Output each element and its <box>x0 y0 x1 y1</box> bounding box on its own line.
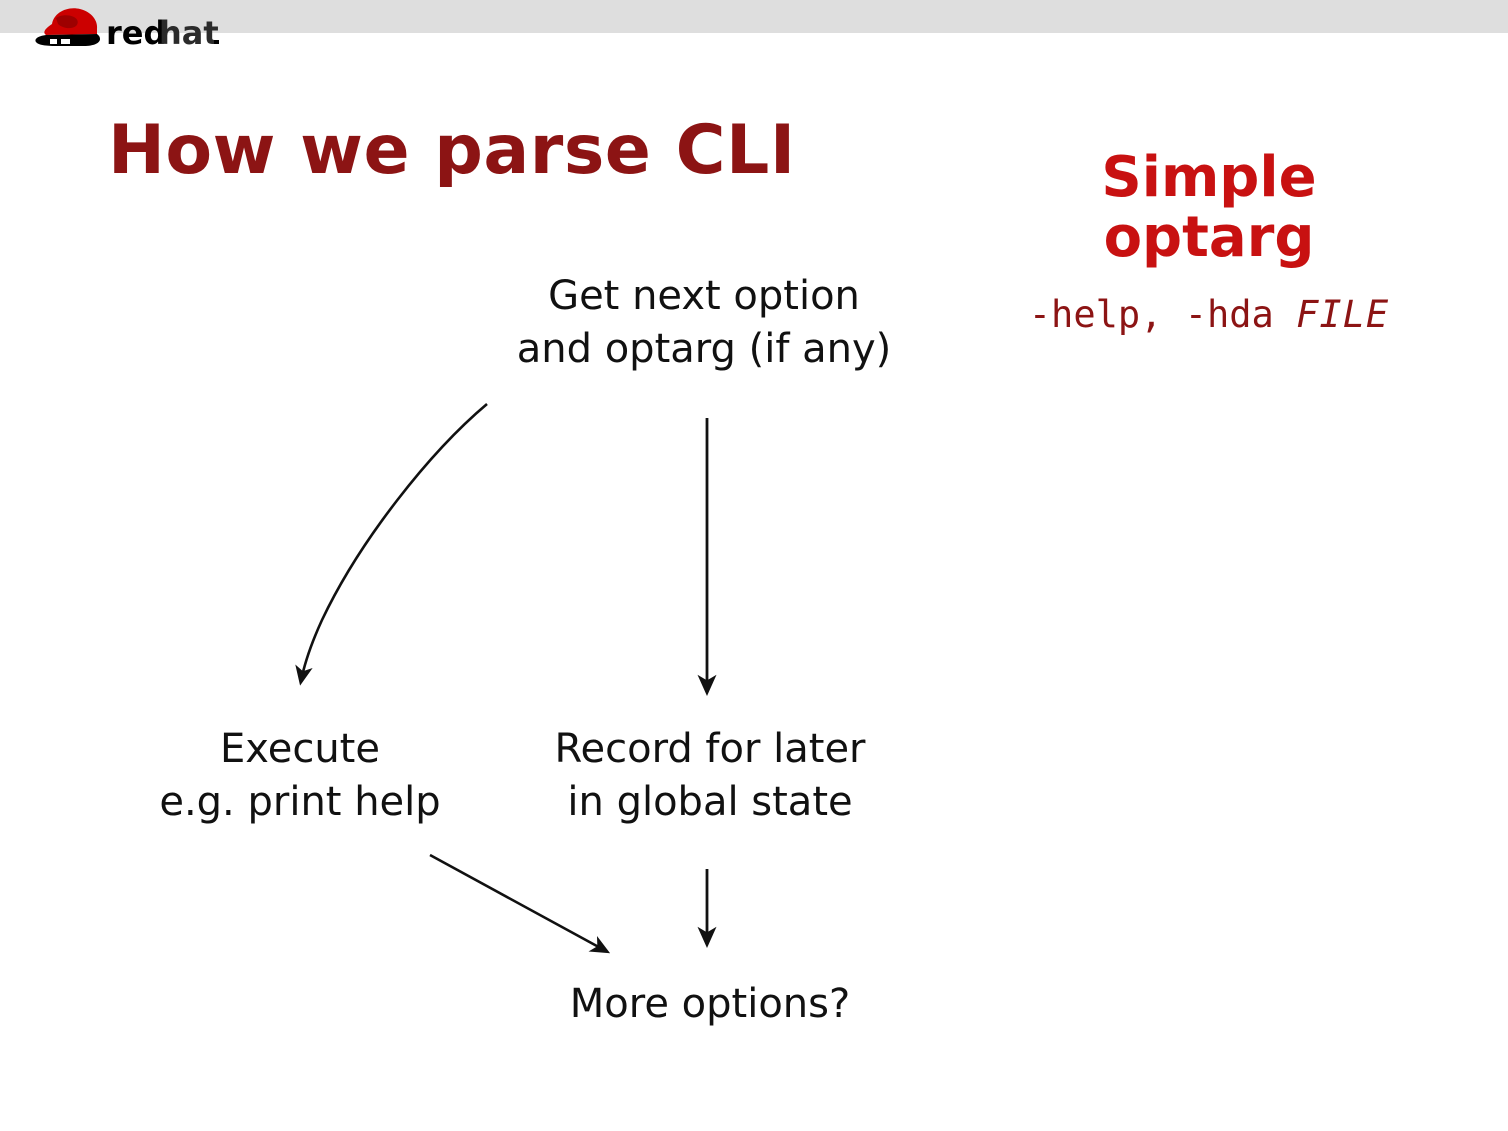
flow-node-execute-line2: e.g. print help <box>159 778 441 825</box>
flow-node-get-next-option-line2: and optarg (if any) <box>516 325 892 372</box>
flow-node-execute-line1: Execute <box>220 726 380 772</box>
side-example-placeholder: FILE <box>1296 292 1390 336</box>
side-heading-line-1: Simple <box>1101 145 1317 210</box>
flow-node-record-for-later-line1: Record for later <box>554 726 866 772</box>
side-example-prefix: -help, -hda <box>1028 292 1297 336</box>
side-example-code: -help, -hda FILE <box>1003 292 1415 336</box>
flow-node-record-for-later-line2: in global state <box>567 778 853 825</box>
side-panel: Simple optarg -help, -hda FILE <box>1003 145 1415 336</box>
logo-dot <box>214 40 219 44</box>
redhat-logo: red hat <box>35 8 219 52</box>
diagonal-arrow-to-more-options <box>429 853 611 954</box>
flow-node-more-options-line1: More options? <box>569 981 851 1027</box>
flow-node-record-for-later: Record for later in global state <box>450 723 970 829</box>
flow-node-get-next-option: Get next option and optarg (if any) <box>404 270 1004 376</box>
side-heading-line-2: optarg <box>1103 205 1315 271</box>
logo-wordmark-hat: hat <box>159 14 219 52</box>
flow-node-get-next-option-line1: Get next option <box>548 273 860 319</box>
flow-node-execute: Execute e.g. print help <box>60 723 540 829</box>
top-banner <box>0 0 1508 33</box>
page-title: How we parse CLI <box>108 111 796 190</box>
curved-arrow-to-execute <box>295 403 488 686</box>
shadowman-hat-icon <box>35 8 100 46</box>
logo-wordmark-red: red <box>106 14 166 52</box>
flow-node-more-options: More options? <box>450 978 970 1031</box>
